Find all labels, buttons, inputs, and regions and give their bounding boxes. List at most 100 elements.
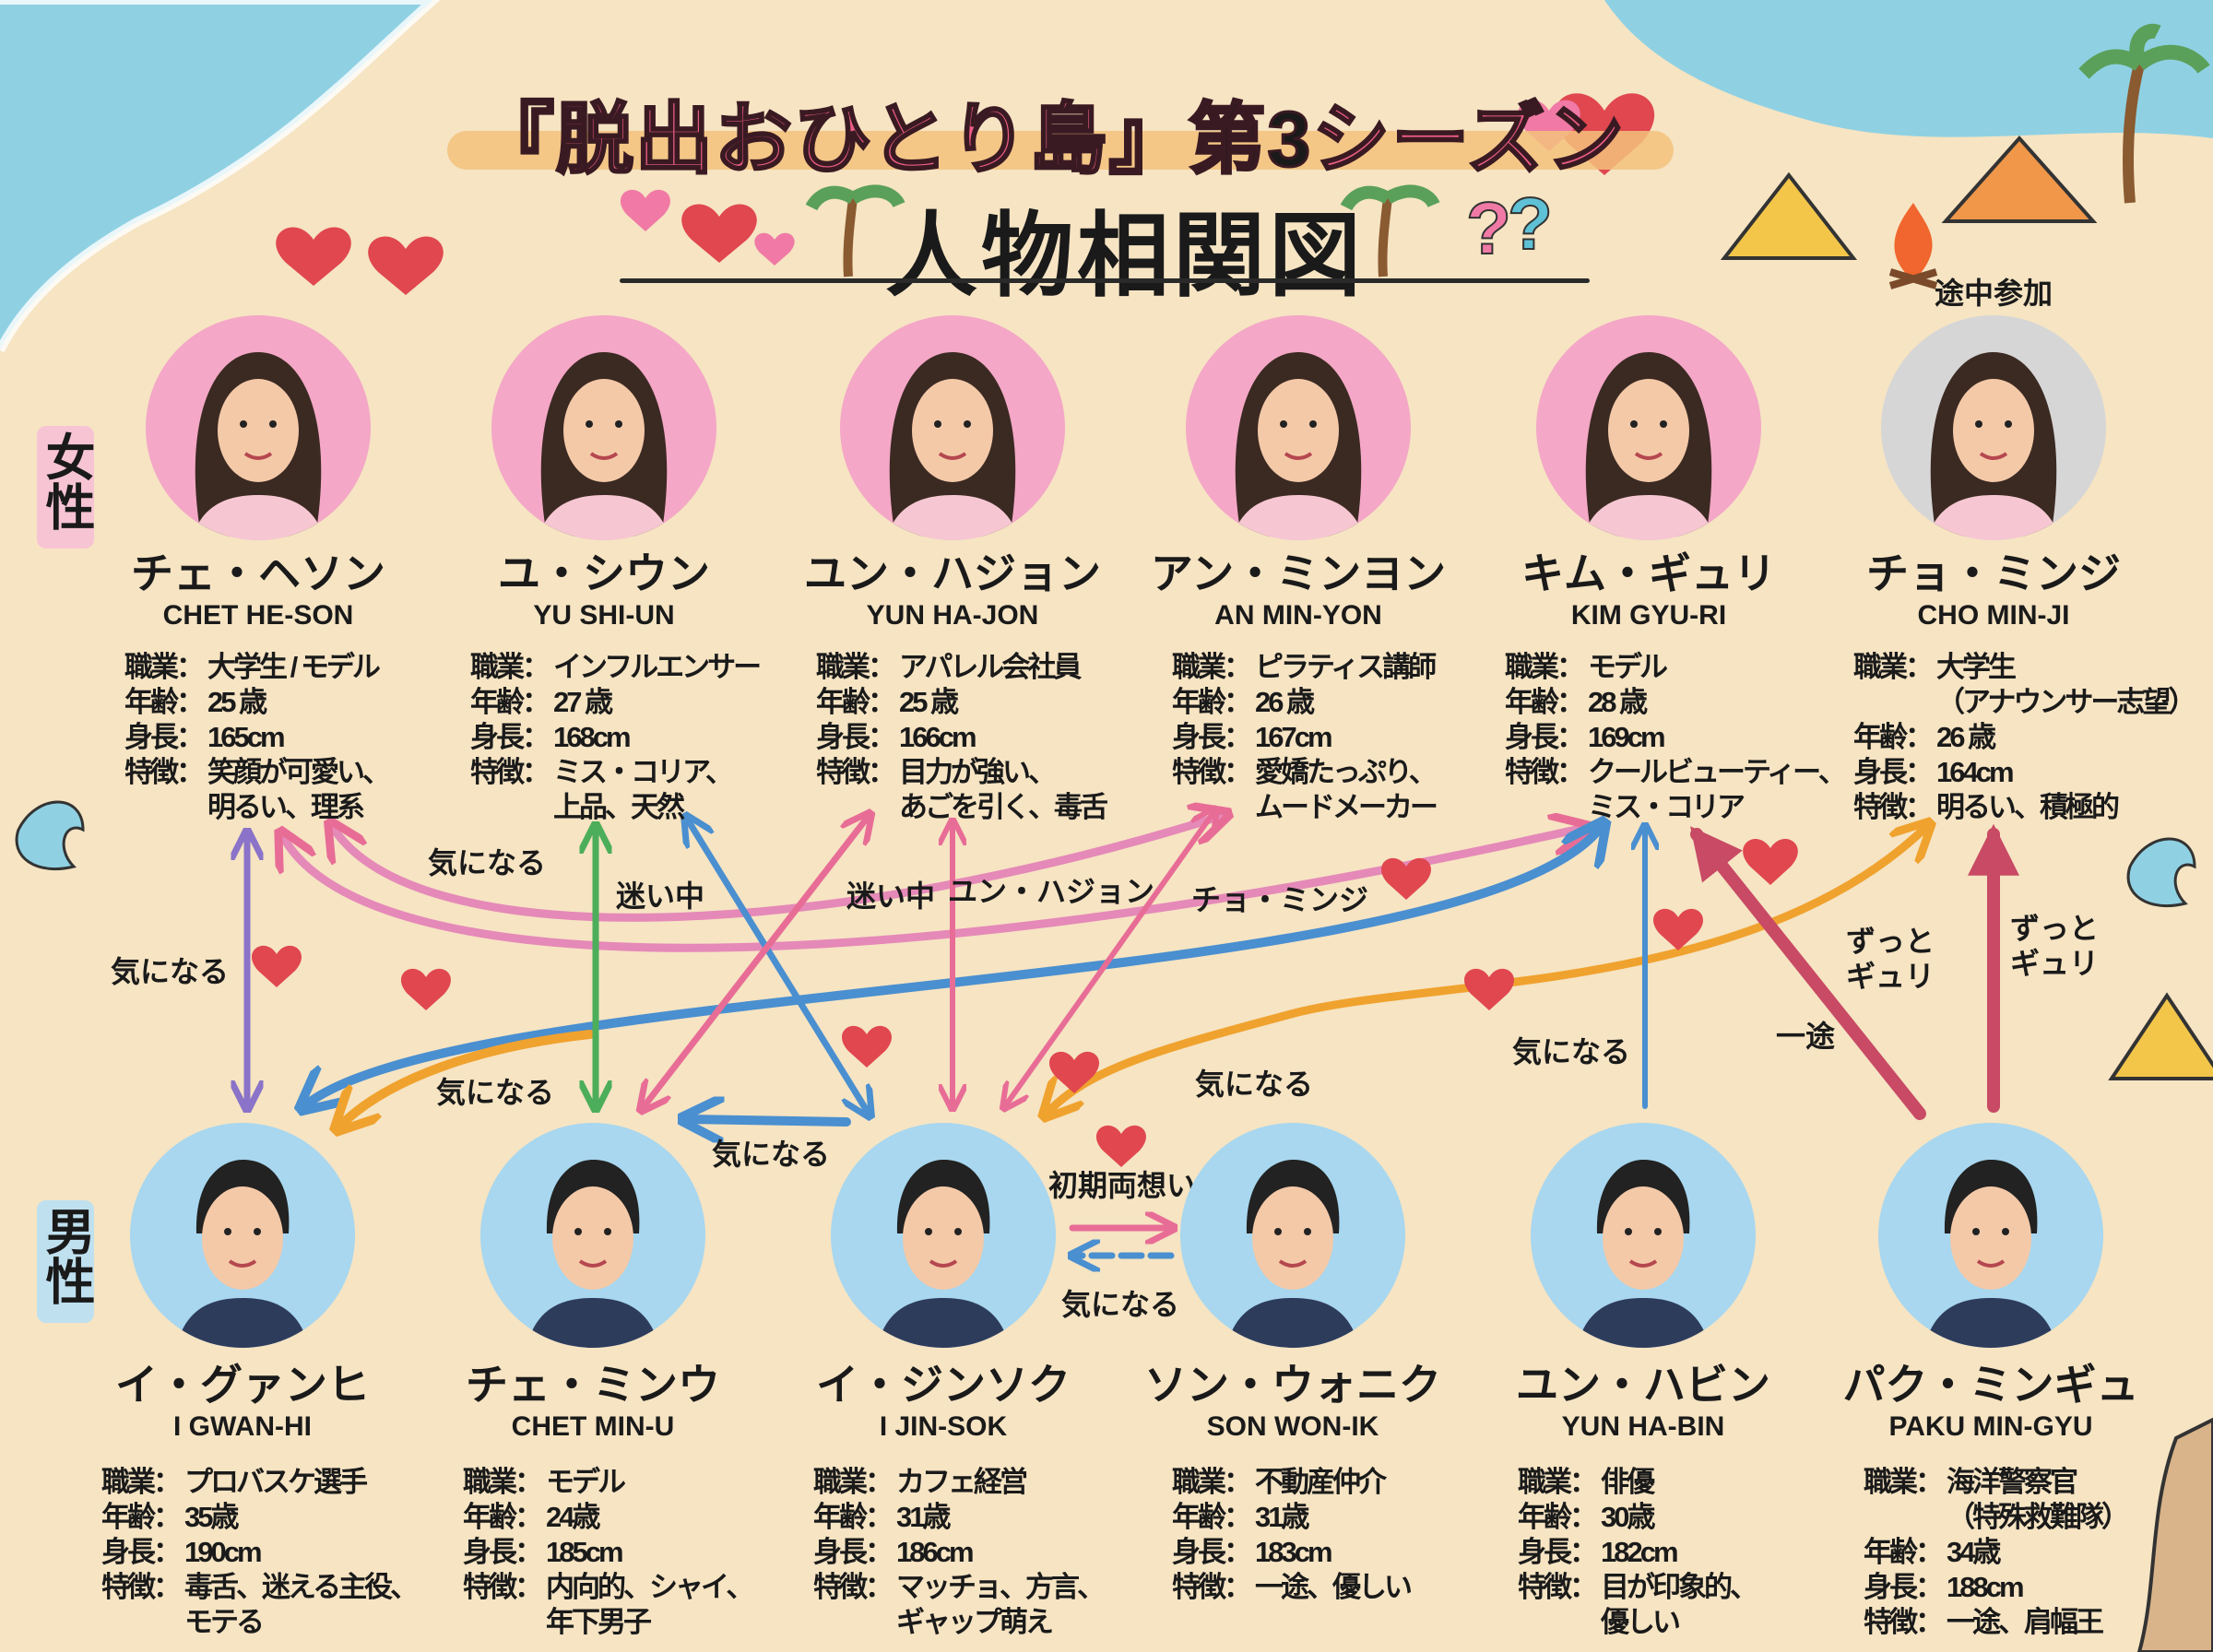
person-roman-name: CHET HE-SON	[162, 600, 354, 631]
label-minu-hajon: 迷い中	[846, 879, 936, 913]
profile-row: 身長：166cm	[816, 720, 1106, 755]
person-roman-name: I JIN-SOK	[879, 1411, 1008, 1442]
profile-field-value: 30歳	[1601, 1501, 1656, 1533]
person-roman-name: KIM GYU-RI	[1570, 600, 1727, 631]
profile-field-value: 毒舌、迷える主役、	[184, 1571, 419, 1603]
profile-field-label: 職業：	[101, 1466, 182, 1498]
profile-row: 特徴：目力が強い、あごを引く、毒舌	[816, 755, 1108, 825]
female-portrait-2	[491, 315, 716, 540]
profile-row: 身長：190cm	[101, 1535, 416, 1570]
male-portrait-3	[831, 1123, 1056, 1348]
profile-row: 年齢：26 歳	[1853, 720, 2194, 755]
profile-field-value: 188cm	[1947, 1571, 2025, 1603]
female-portrait-5	[1536, 315, 1761, 540]
wave-icon	[2126, 837, 2196, 908]
profile-field-label: 特徴：	[470, 756, 550, 788]
profile-field-label: 職業：	[470, 651, 550, 683]
profile-row: 年齢：30歳	[1518, 1500, 1756, 1535]
chart-subtitle: 人物相関図	[885, 205, 1365, 308]
person-name: チョ・ミンジ	[1866, 549, 2121, 597]
profile-field-label: 職業：	[124, 651, 205, 683]
profile-field-label: 年齢：	[1853, 721, 1934, 753]
profile-row: 特徴：目が印象的、優しい	[1518, 1570, 1758, 1640]
profile-field-value: 190cm	[184, 1536, 263, 1568]
female-section-label: 女性	[37, 426, 94, 549]
person-name: キム・ギュリ	[1521, 549, 1776, 597]
label-minji-name: チョ・ミンジ	[1190, 883, 1369, 916]
profile-field-label: 特徴：	[1853, 791, 1934, 823]
profile-field-value: 164cm	[1936, 756, 2015, 788]
profile-field-label: 年齢：	[816, 686, 896, 718]
profile-field-label: 特徴：	[1505, 756, 1585, 788]
profile-field-label: 特徴：	[124, 756, 205, 788]
female-portrait-3	[840, 315, 1065, 540]
profile-row: 職業：インフルエンサー	[470, 650, 762, 685]
person-name: アン・ミンヨン	[1150, 549, 1447, 597]
profile-field-label: 職業：	[1172, 1466, 1252, 1498]
profile-row: 職業：俳優	[1518, 1465, 1756, 1500]
profile-field-value: 大学生	[1936, 651, 2017, 683]
profile-field-value: 166cm	[899, 721, 977, 753]
profile-field-label: 年齢：	[101, 1501, 182, 1533]
profile-field-value: 35歳	[184, 1501, 240, 1533]
broken-heart-icon	[276, 227, 444, 295]
palm-tree-icon	[805, 184, 905, 277]
profile-row: 年齢：27 歳	[470, 685, 759, 720]
profile-row: 特徴：毒舌、迷える主役、モテる	[101, 1570, 419, 1640]
profile-row: 身長：183cm	[1172, 1535, 1410, 1570]
profile-row: 特徴：ミス・コリア、上品、天然	[470, 755, 759, 825]
profile-field-value: （アナウンサー志望）	[1936, 686, 2196, 718]
person-roman-name: YUN HA-BIN	[1561, 1411, 1725, 1442]
profile-row: 職業：モデル	[463, 1465, 751, 1500]
profile-field-label: 身長：	[1864, 1571, 1944, 1603]
profile-field-label: 身長：	[470, 721, 550, 753]
male-section-label: 男性	[37, 1200, 94, 1323]
label-mingyu-ichizu: 一途	[1775, 1020, 1836, 1053]
profile-field-value: ミス・コリア	[1588, 791, 1746, 823]
profile-field-value: モテる	[184, 1606, 265, 1638]
label-initial-mutual: 初期両想い	[1047, 1169, 1197, 1202]
profile-row: 身長：164cm	[1853, 755, 2194, 790]
profile-field-label: 職業：	[1172, 651, 1252, 683]
label-mingyu-gyuri-2: ずっと ギュリ	[2009, 912, 2100, 980]
label-habin-gyuri: 気になる	[1511, 1035, 1631, 1068]
profile-row: 年齢：24歳	[463, 1500, 751, 1535]
profile-field-label: 職業：	[813, 1466, 893, 1498]
female-portrait-6	[1881, 315, 2106, 540]
profile-field-value: 26 歳	[1255, 686, 1315, 718]
profile-row: 職業：プロバスケ選手	[101, 1465, 416, 1500]
title-underline	[620, 278, 1590, 283]
label-jinsok-to-minu: 気になる	[711, 1138, 831, 1171]
profile-field-label: 特徴：	[1172, 756, 1252, 788]
profile-field-value: プロバスケ選手	[184, 1466, 368, 1498]
profile-row: 身長：168cm	[470, 720, 759, 755]
profile-field-label: 職業：	[1853, 651, 1934, 683]
profile-field-value: 34歳	[1947, 1536, 2002, 1568]
profile-row: 年齢：31歳	[813, 1500, 1103, 1535]
profile-field-label: 特徴：	[1864, 1606, 1944, 1638]
profile-field-value: 24歳	[546, 1501, 601, 1533]
profile-field-label: 年齢：	[813, 1501, 893, 1533]
sea-top-right	[1604, 0, 2213, 138]
profile-field-value: モデル	[1588, 651, 1668, 683]
profile-field-value: 一途、優しい	[1255, 1571, 1413, 1603]
profile-row: 身長：185cm	[463, 1535, 751, 1570]
palm-tree-icon	[1340, 184, 1440, 277]
profile-field-label: 特徴：	[463, 1571, 543, 1603]
profile-row: 職業：大学生 / モデル	[124, 650, 388, 685]
show-title-name: 『脱出おひとり島』	[475, 95, 1189, 184]
profile-field-value: あごを引く、毒舌	[899, 791, 1108, 823]
profile-field-value: 186cm	[896, 1536, 975, 1568]
rock-icon	[2136, 1417, 2213, 1652]
profile-field-label: 年齢：	[463, 1501, 543, 1533]
profile-field-label: 身長：	[101, 1536, 182, 1568]
label-hyeson-curve: 気になる	[427, 846, 547, 879]
show-title-season-number: 第3	[1187, 95, 1313, 184]
